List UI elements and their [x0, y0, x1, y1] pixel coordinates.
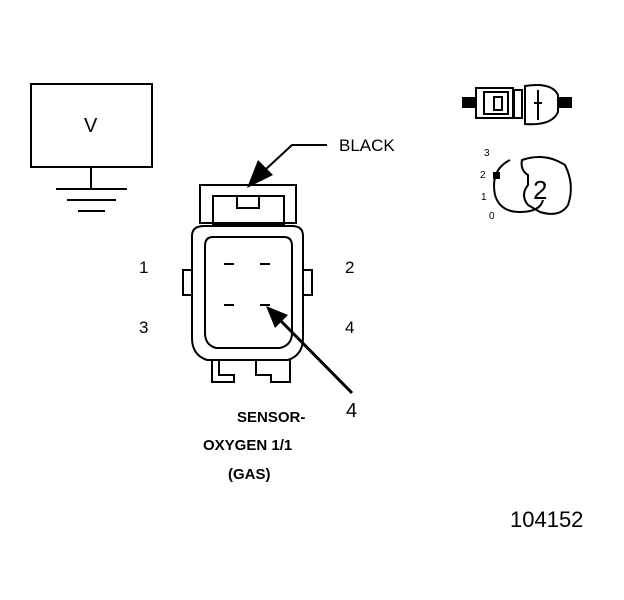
terminal-icon — [462, 84, 572, 126]
selector-knob-icon — [493, 155, 572, 215]
selector-selected-value: 2 — [533, 175, 548, 205]
probe-pin-label: 4 — [346, 400, 358, 422]
wire-color-label: BLACK — [339, 136, 395, 155]
pin-label-2: 2 — [345, 258, 355, 277]
caption-line-2: OXYGEN 1/1 — [203, 437, 293, 454]
selector-position-0: 0 — [489, 211, 495, 222]
wire-arrowhead — [247, 160, 273, 188]
caption-line-3: (GAS) — [228, 466, 271, 483]
connector-body — [182, 184, 313, 383]
selector-position-1: 1 — [481, 192, 487, 203]
probe-arrowhead — [266, 306, 288, 328]
selector-position-2: 2 — [480, 170, 486, 181]
pin-label-4: 4 — [345, 318, 355, 337]
figure-number: 104152 — [510, 507, 584, 532]
ground-icon — [56, 188, 127, 212]
caption-line-1: SENSOR- — [237, 409, 306, 426]
wire-leader-line — [264, 144, 327, 171]
selector-position-3: 3 — [484, 148, 490, 159]
pin-slots — [224, 263, 270, 306]
pin-label-3: 3 — [139, 318, 149, 337]
voltmeter-label: V — [84, 115, 98, 137]
probe-line — [276, 316, 354, 395]
pin-label-1: 1 — [139, 258, 149, 277]
